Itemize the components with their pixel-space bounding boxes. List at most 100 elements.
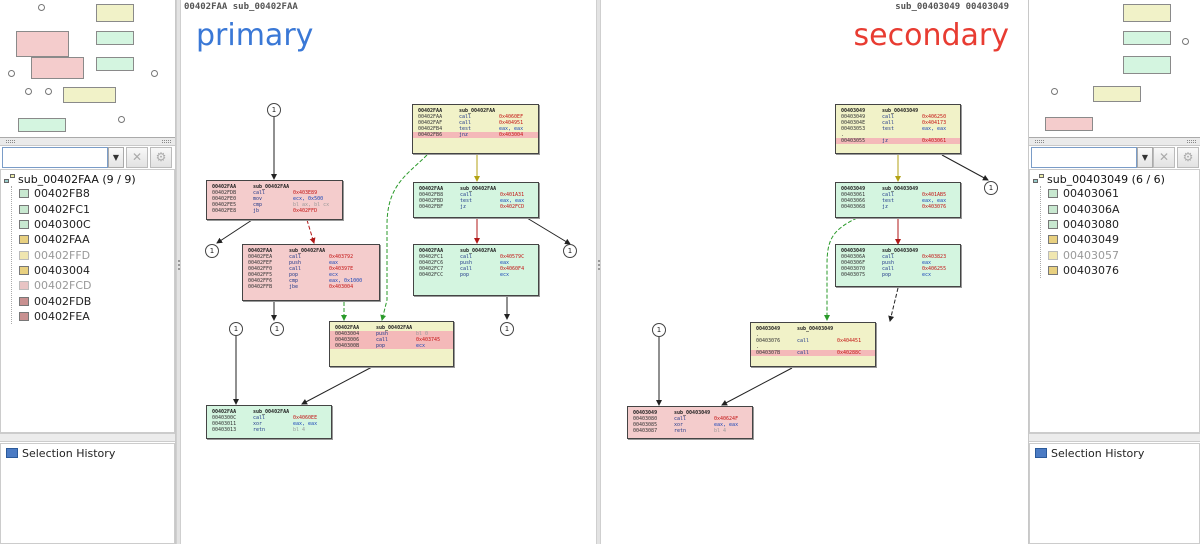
left-tree-item[interactable]: 00402FFD: [19, 249, 90, 262]
left-selection-history[interactable]: Selection History: [0, 443, 175, 544]
external-node[interactable]: 1: [500, 322, 514, 336]
left-search-input[interactable]: [2, 147, 108, 168]
asm-line[interactable]: .: [756, 344, 760, 350]
right-tree-item[interactable]: 00403080: [1048, 218, 1119, 231]
left-tree-item[interactable]: 00402FCD: [19, 279, 91, 292]
right-scrollbar[interactable]: [1029, 433, 1200, 442]
left-tree-root[interactable]: sub_00402FAA (9 / 9): [4, 173, 136, 186]
left-tree-item[interactable]: 00403004: [19, 264, 90, 277]
right-selection-history[interactable]: Selection History: [1029, 443, 1200, 544]
left-tree-item[interactable]: 0040300C: [19, 218, 91, 231]
external-node[interactable]: 1: [267, 103, 281, 117]
external-node[interactable]: 1: [205, 244, 219, 258]
external-node[interactable]: 1: [563, 244, 577, 258]
left-tree-item[interactable]: 00402FDB: [19, 295, 91, 308]
right-settings-button[interactable]: ⚙: [1177, 147, 1199, 168]
right-search-input[interactable]: [1031, 147, 1137, 168]
right-tree-item[interactable]: 00403057: [1048, 249, 1119, 262]
left-tree-item[interactable]: 00402FC1: [19, 203, 90, 216]
external-node[interactable]: 1: [984, 181, 998, 195]
left-clear-button[interactable]: ✕: [126, 147, 148, 168]
external-node[interactable]: 1: [270, 322, 284, 336]
external-node[interactable]: 1: [652, 323, 666, 337]
left-tree-item[interactable]: 00402FEA: [19, 310, 90, 323]
secondary-graph-view[interactable]: sub_00403049 00403049 secondary 1 1 0040…: [602, 0, 1027, 544]
center-splitter[interactable]: [596, 0, 601, 544]
external-node[interactable]: 1: [229, 322, 243, 336]
right-tree-item[interactable]: 00403061: [1048, 187, 1119, 200]
left-search-dropdown[interactable]: ▼: [108, 147, 124, 168]
left-splitter-handle[interactable]: [0, 138, 175, 146]
primary-graph-view[interactable]: 00402FAA sub_00402FAA primary 1 1 1 1 1 …: [182, 0, 596, 544]
asm-line[interactable]: .: [841, 132, 845, 138]
left-overview-map[interactable]: [0, 0, 175, 138]
right-tree-item[interactable]: 00403076: [1048, 264, 1119, 277]
right-tree-root[interactable]: sub_00403049 (6 / 6): [1033, 173, 1165, 186]
right-search-dropdown[interactable]: ▼: [1137, 147, 1153, 168]
asm-line[interactable]: .: [756, 332, 760, 338]
left-scrollbar[interactable]: [0, 433, 175, 442]
right-clear-button[interactable]: ✕: [1153, 147, 1175, 168]
left-splitter[interactable]: [176, 0, 181, 544]
right-tree-item[interactable]: 0040306A: [1048, 203, 1120, 216]
left-tree-item[interactable]: 00402FB8: [19, 187, 90, 200]
right-overview-map[interactable]: [1029, 0, 1200, 138]
right-tree-item[interactable]: 00403049: [1048, 233, 1119, 246]
left-settings-button[interactable]: ⚙: [150, 147, 172, 168]
right-splitter-handle[interactable]: [1029, 138, 1200, 146]
